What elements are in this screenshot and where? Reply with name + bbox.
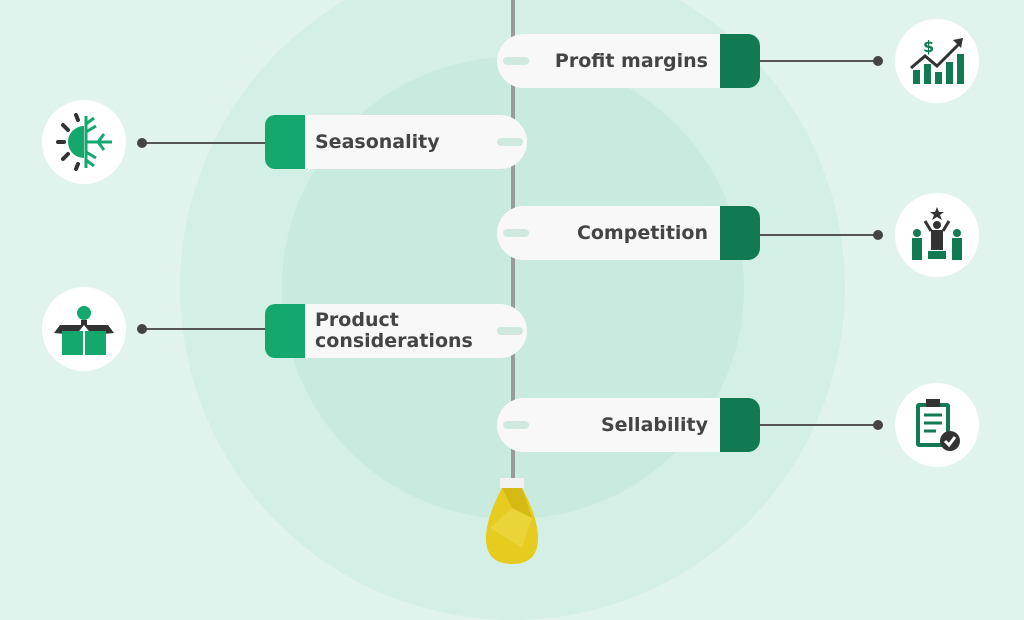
competition-podium-icon: [895, 193, 979, 277]
connector-line: [142, 142, 265, 144]
connector-dot: [873, 420, 883, 430]
tag-cap: [720, 398, 760, 452]
tag-product-considerations: Product considerations: [265, 304, 527, 358]
connector-dot: [137, 324, 147, 334]
tag-profit-margins: Profit margins: [497, 34, 760, 88]
box-lightbulb-icon: [42, 287, 126, 371]
tag-hole: [497, 138, 523, 146]
connector-line: [142, 328, 265, 330]
tag-cap: [720, 34, 760, 88]
sun-snowflake-icon: [42, 100, 126, 184]
connector-dot: [873, 56, 883, 66]
tag-hole: [503, 229, 529, 237]
profit-chart-icon: $: [895, 19, 979, 103]
clipboard-check-icon: [895, 383, 979, 467]
connector-dot: [873, 230, 883, 240]
svg-text:$: $: [923, 37, 934, 56]
tag-label: Seasonality: [315, 130, 440, 153]
tag-label: Competition: [576, 221, 708, 244]
tag-sellability: Sellability: [497, 398, 760, 452]
connector-line: [760, 60, 878, 62]
tag-hole: [503, 421, 529, 429]
tag-label: Sellability: [600, 413, 708, 436]
tag-seasonality: Seasonality: [265, 115, 527, 169]
tag-cap: [265, 115, 305, 169]
tag-hole: [497, 327, 523, 335]
tag-competition: Competition: [497, 206, 760, 260]
tag-hole: [503, 57, 529, 65]
tag-label: Product considerations: [315, 309, 473, 352]
lightbulb: [486, 478, 538, 564]
tag-cap: [720, 206, 760, 260]
connector-dot: [137, 138, 147, 148]
connector-line: [760, 234, 878, 236]
tag-label: Profit margins: [554, 49, 708, 72]
tag-cap: [265, 304, 305, 358]
connector-line: [760, 424, 878, 426]
